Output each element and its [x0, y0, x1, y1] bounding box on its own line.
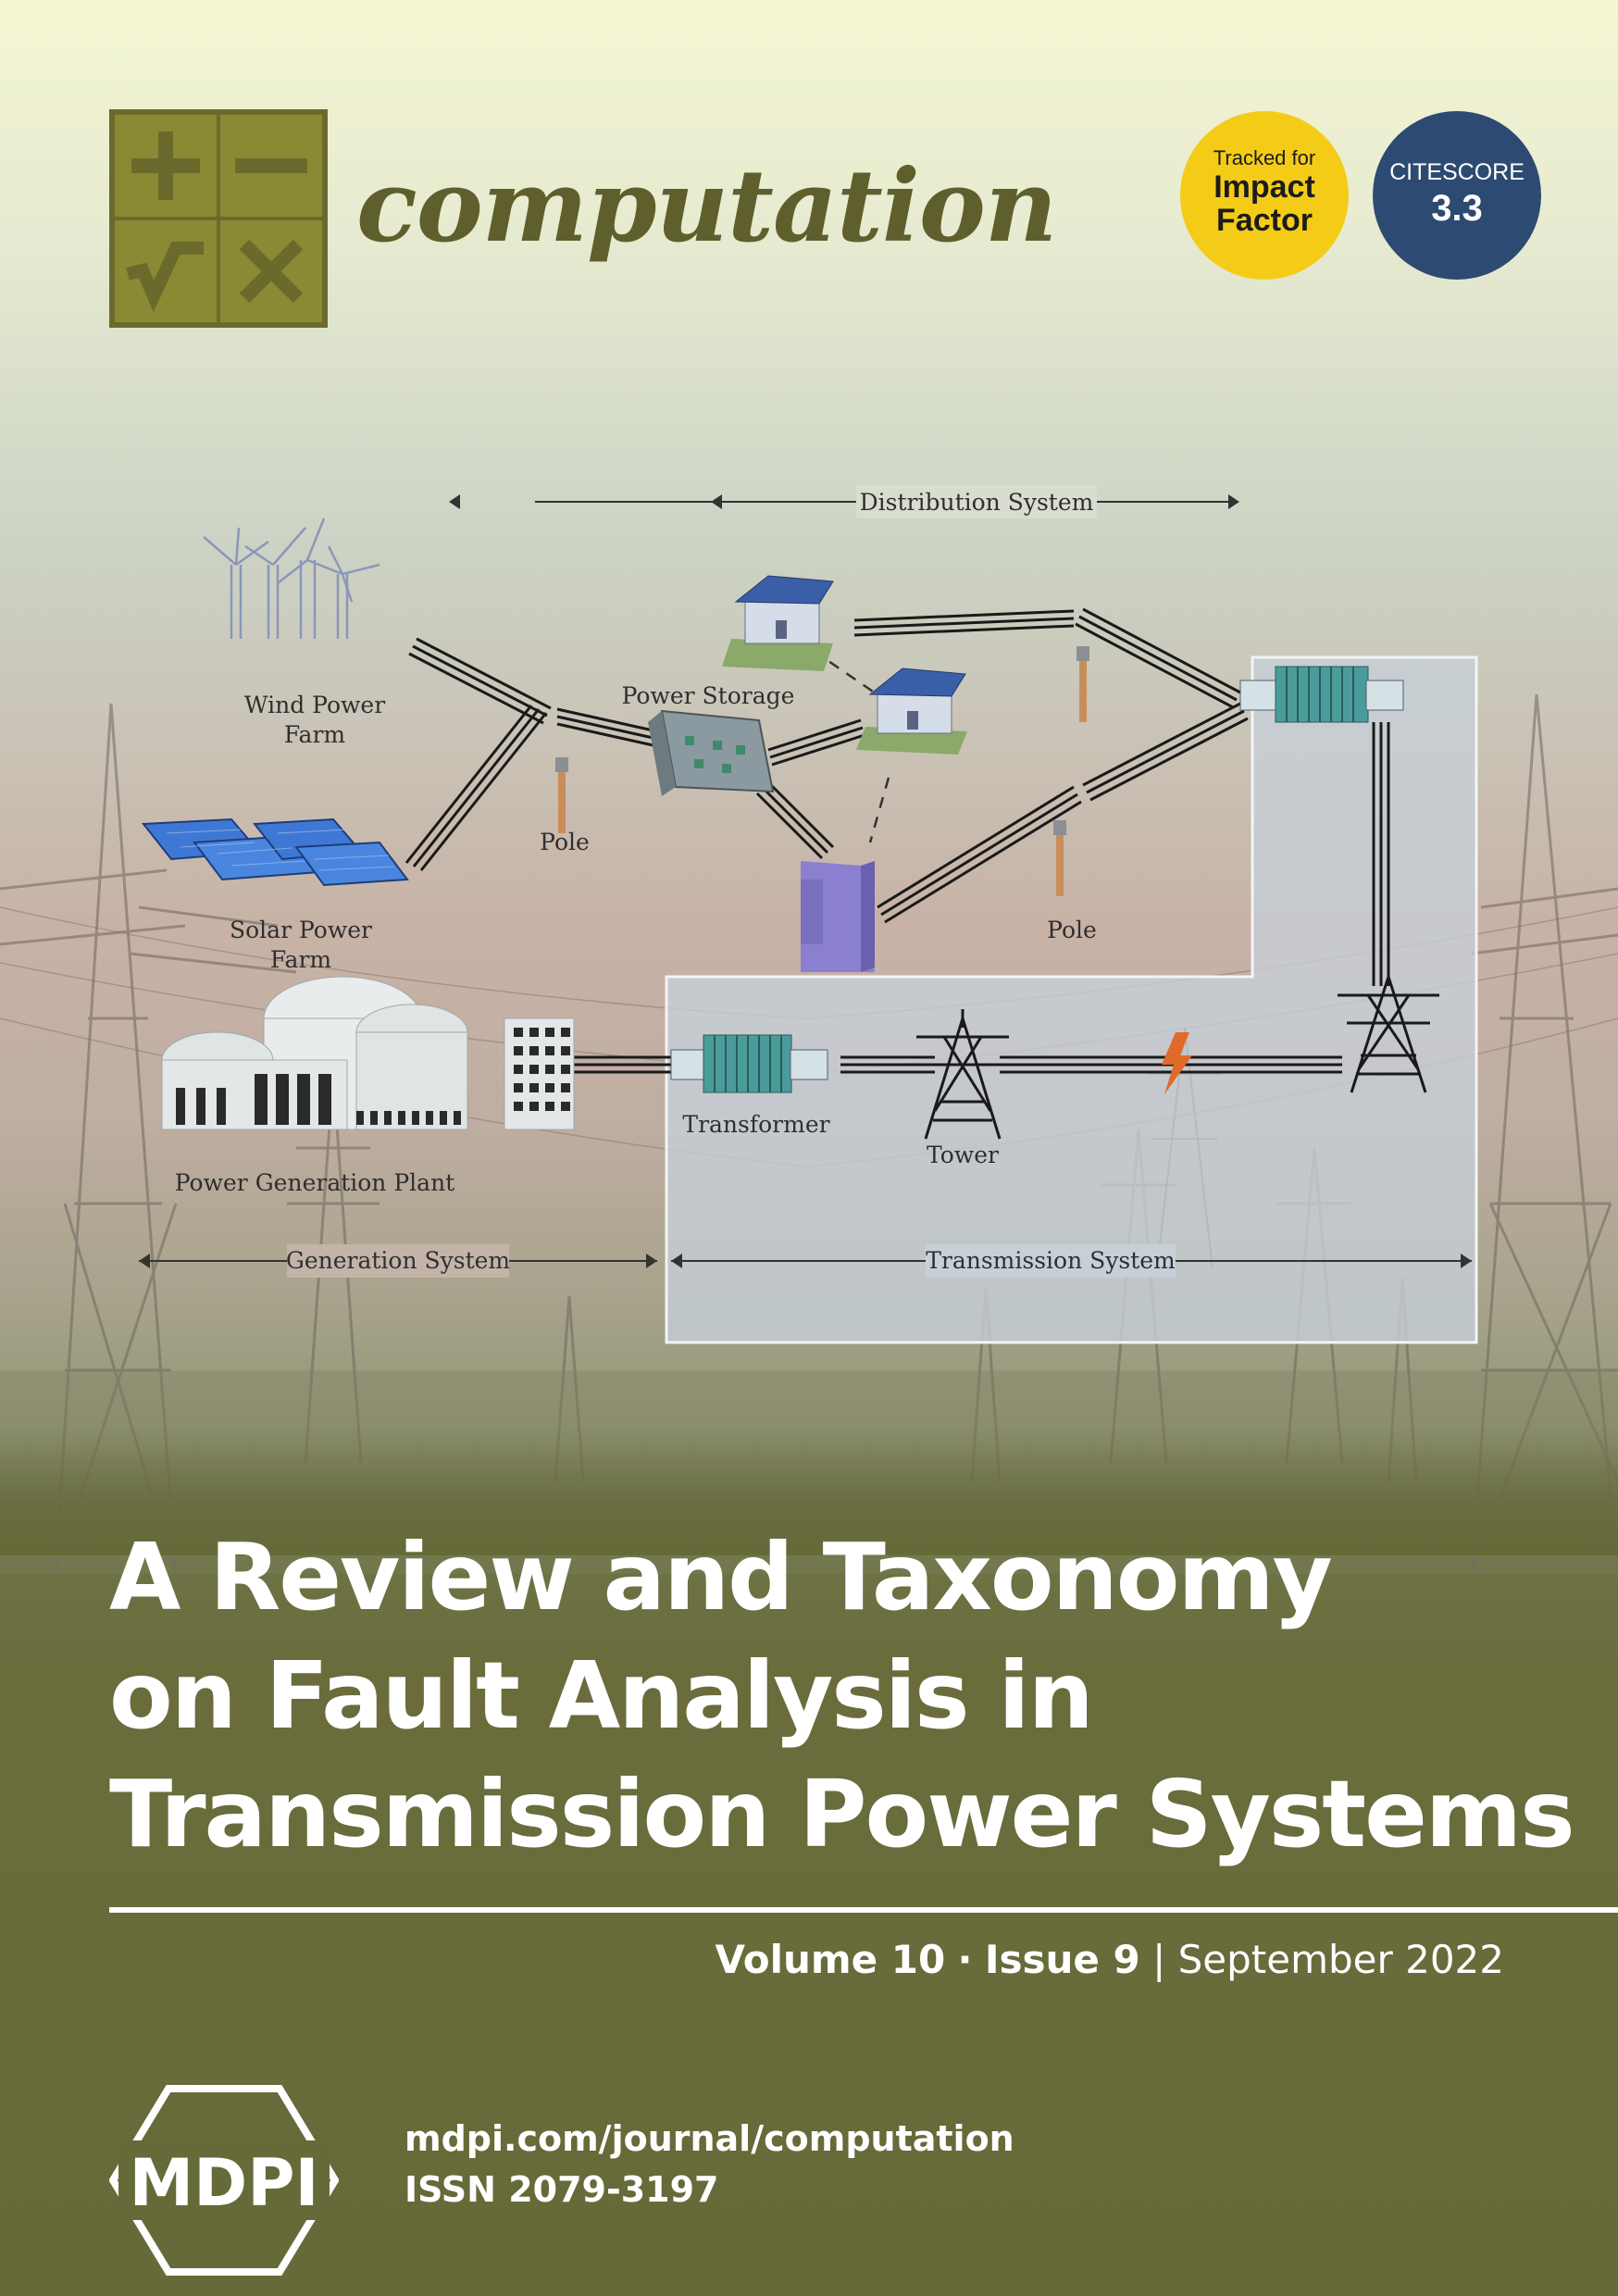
- transformer-icon-top: [1239, 666, 1404, 723]
- journal-name: computation: [356, 148, 1057, 265]
- journal-url[interactable]: mdpi.com/journal/computation: [404, 2118, 1014, 2159]
- tower-icon-middle: [916, 1009, 1009, 1140]
- volume-text: Volume 10: [715, 1937, 946, 1982]
- citescore-badge[interactable]: CITESCORE 3.3: [1373, 111, 1541, 280]
- tower-icon-right: [1338, 972, 1439, 1093]
- impact-badge-line2: Impact: [1214, 169, 1315, 205]
- transmission-system-label: Transmission System: [926, 1247, 1176, 1274]
- plus-icon: [115, 115, 217, 217]
- pole-icon-top: [1077, 646, 1089, 722]
- house-icon-top: [722, 575, 834, 671]
- wind-farm-label-line1: Wind Power: [244, 692, 385, 718]
- power-storage-icon: [648, 709, 775, 796]
- mdpi-logo[interactable]: MDPI: [109, 2083, 339, 2277]
- tower-label: Tower: [927, 1142, 999, 1168]
- issue-text: Issue 9: [984, 1937, 1140, 1982]
- office-building-icon: [801, 861, 875, 972]
- distribution-system-arrow: Distribution System: [449, 485, 1239, 518]
- transmission-panel: [665, 655, 1478, 1344]
- pole-right-label: Pole: [1047, 917, 1097, 943]
- issue-date: September 2022: [1177, 1937, 1504, 1982]
- house-icon-middle: [856, 668, 967, 755]
- pole-icon-right: [1053, 820, 1066, 896]
- title-line-2: on Fault Analysis in: [109, 1641, 1094, 1750]
- grass-field: [0, 1426, 1618, 1555]
- minus-icon: [220, 115, 322, 217]
- transformer-label: Transformer: [682, 1111, 829, 1138]
- issue-separator: ·: [957, 1937, 973, 1982]
- article-title: A Review and Taxonomy on Fault Analysis …: [109, 1518, 1575, 1874]
- power-plant-icon: [161, 976, 575, 1130]
- generation-system-label: Generation System: [286, 1247, 511, 1274]
- date-divider: |: [1152, 1937, 1166, 1982]
- generation-system-arrow: Generation System: [139, 1244, 657, 1278]
- sqrt-icon: [115, 220, 217, 322]
- impact-badge-line3: Factor: [1216, 203, 1313, 238]
- distribution-system-label: Distribution System: [860, 489, 1094, 516]
- pole-icon-left: [555, 757, 568, 833]
- solar-farm-label-line1: Solar Power: [230, 917, 372, 943]
- solar-panel-icon: [142, 817, 409, 887]
- transmission-system-arrow: Transmission System: [671, 1244, 1472, 1278]
- title-rule: [109, 1907, 1618, 1913]
- impact-badge-line1: Tracked for: [1213, 146, 1316, 169]
- journal-logo: [109, 109, 328, 328]
- power-system-diagram: Distribution System: [139, 485, 1478, 1344]
- title-line-1: A Review and Taxonomy: [109, 1523, 1333, 1631]
- wind-farm-label-line2: Farm: [284, 721, 346, 748]
- citescore-label: CITESCORE: [1389, 159, 1525, 185]
- impact-factor-badge[interactable]: Tracked for Impact Factor: [1180, 111, 1349, 280]
- times-icon: [220, 220, 322, 322]
- solar-farm-label-line2: Farm: [270, 946, 332, 973]
- mdpi-logo-text: MDPI: [129, 2145, 318, 2221]
- citescore-value: 3.3: [1431, 188, 1483, 229]
- transformer-icon-bottom: [670, 1034, 828, 1093]
- pole-left-label: Pole: [540, 829, 590, 855]
- power-storage-label: Power Storage: [622, 682, 795, 709]
- title-line-3: Transmission Power Systems: [109, 1760, 1575, 1868]
- power-plant-label: Power Generation Plant: [175, 1169, 454, 1196]
- wind-turbine-icon: [203, 518, 380, 639]
- fault-lightning-icon: [1162, 1032, 1192, 1094]
- issn: ISSN 2079-3197: [404, 2169, 719, 2210]
- issue-line: Volume 10 · Issue 9 | September 2022: [716, 1937, 1505, 1982]
